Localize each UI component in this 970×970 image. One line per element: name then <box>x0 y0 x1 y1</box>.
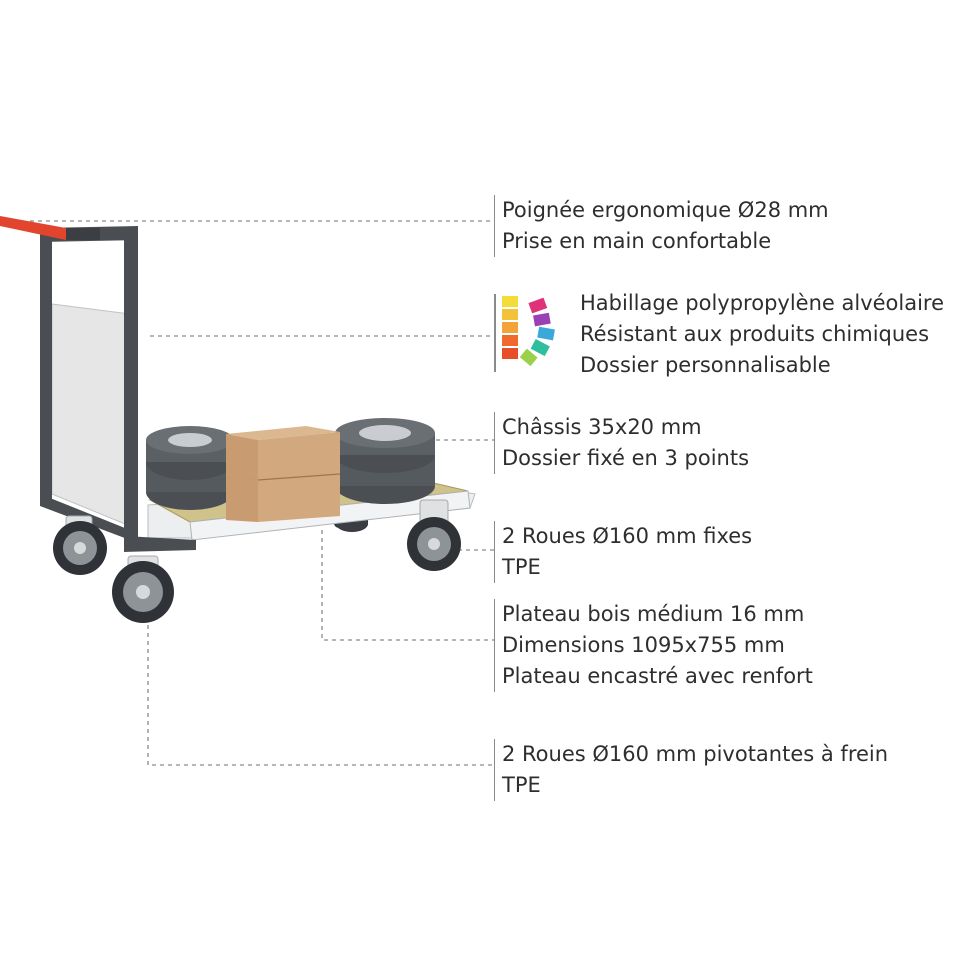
callout-text: 2 Roues Ø160 mm pivotantes à frein <box>502 742 889 766</box>
callout-text: Résistant aux produits chimiques <box>580 322 930 346</box>
leader-platform <box>321 530 494 641</box>
callout-text: Châssis 35x20 mm <box>502 415 702 439</box>
leader-lines <box>30 220 494 766</box>
tire-stack-right <box>335 418 435 504</box>
backrest-panel <box>51 303 131 527</box>
color-palette-icon <box>494 294 574 374</box>
callout-cladding: Habillage polypropylène alvéolaire Résis… <box>580 288 944 381</box>
callout-chassis: Châssis 35x20 mm Dossier fixé en 3 point… <box>494 412 749 474</box>
callout-text: Prise en main confortable <box>502 229 772 253</box>
callout-text: Dimensions 1095x755 mm <box>502 633 785 657</box>
swivel-wheel-back <box>53 515 107 575</box>
fixed-wheel-front <box>407 499 461 571</box>
callout-text: TPE <box>502 555 541 579</box>
callout-text: TPE <box>502 773 541 797</box>
callout-text: Plateau encastré avec renfort <box>502 664 813 688</box>
callout-text: Poignée ergonomique Ø28 mm <box>502 198 829 222</box>
leader-swivel-wheels <box>147 625 494 766</box>
callout-handle: Poignée ergonomique Ø28 mm Prise en main… <box>494 195 829 257</box>
tire-stack-left <box>146 426 234 510</box>
callout-text: Dossier personnalisable <box>580 353 831 377</box>
callout-platform: Plateau bois médium 16 mm Dimensions 109… <box>494 599 813 692</box>
callout-text: Plateau bois médium 16 mm <box>502 602 805 626</box>
handle-bar <box>0 216 138 242</box>
trolley-illustration <box>0 216 476 623</box>
callout-swivel-wheels: 2 Roues Ø160 mm pivotantes à frein TPE <box>494 739 888 801</box>
callout-text: 2 Roues Ø160 mm fixes <box>502 524 753 548</box>
callout-fixed-wheels: 2 Roues Ø160 mm fixes TPE <box>494 521 752 583</box>
cardboard-boxes <box>226 426 341 522</box>
swivel-wheel-front <box>112 555 174 623</box>
callout-text: Habillage polypropylène alvéolaire <box>580 291 945 315</box>
callout-rule <box>494 294 496 372</box>
callout-text: Dossier fixé en 3 points <box>502 446 750 470</box>
